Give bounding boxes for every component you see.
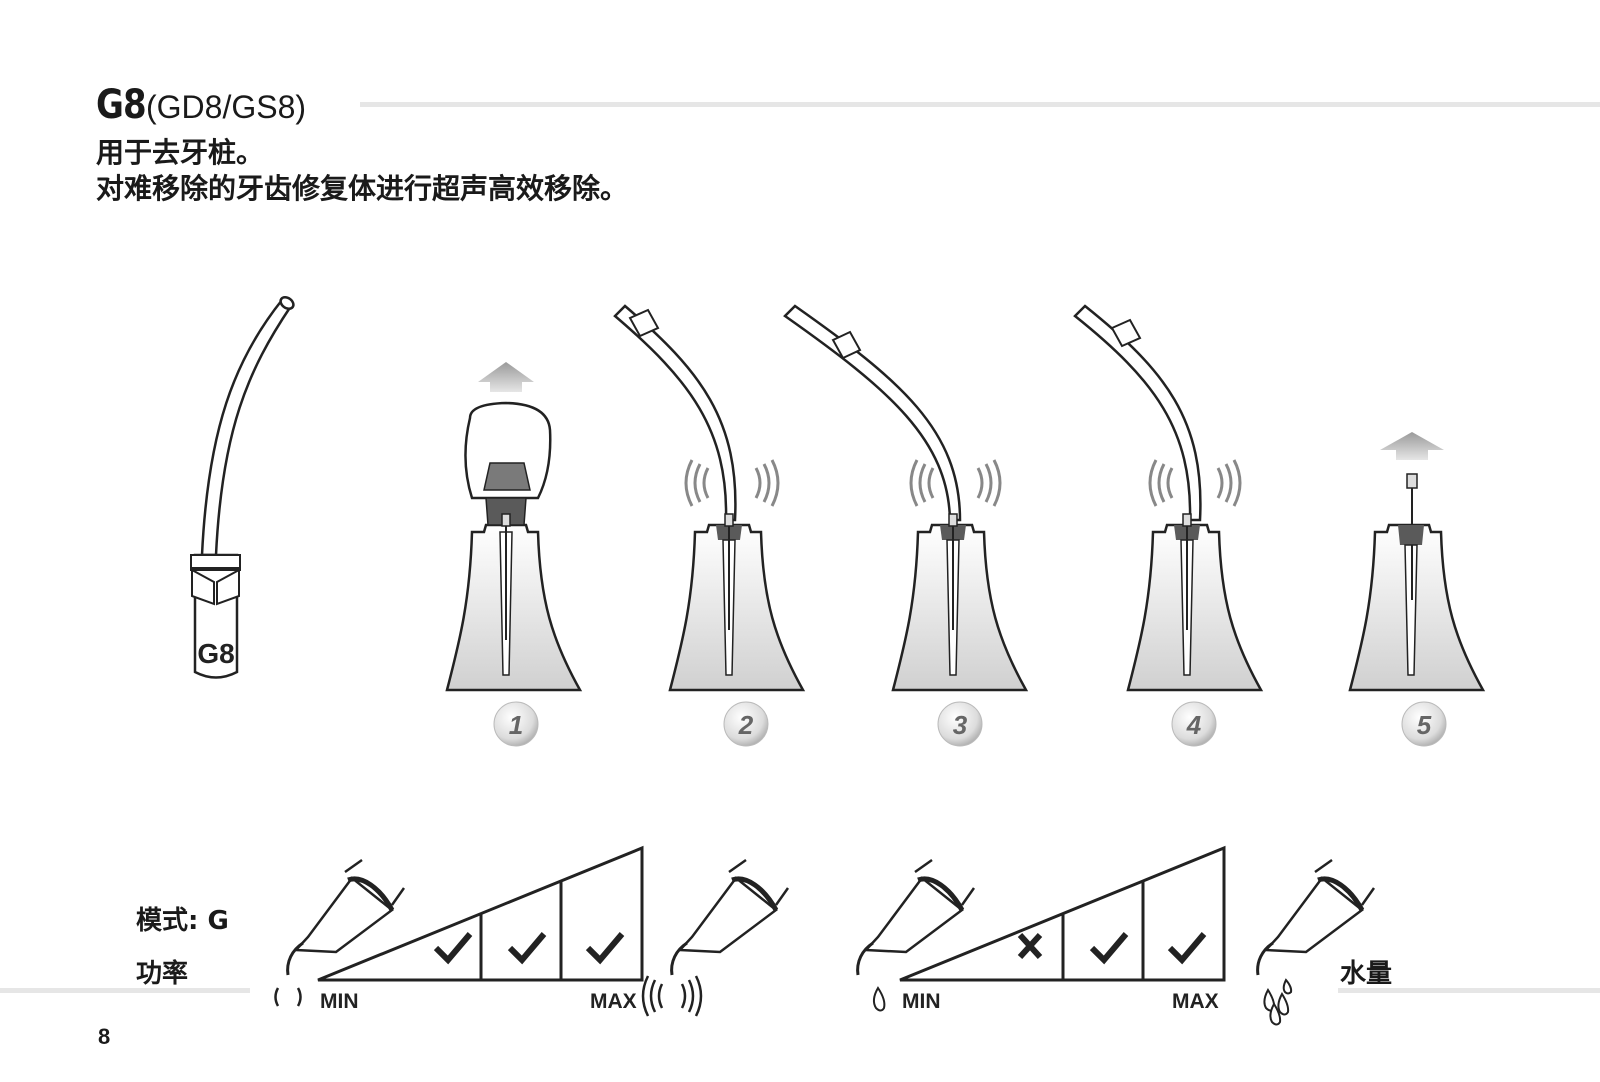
power-max-label: MAX — [590, 990, 637, 1013]
step-badge-1: 1 — [493, 701, 539, 747]
step-5-illustration — [1348, 432, 1486, 692]
description-line-2: 对难移除的牙齿修复体进行超声高效移除。 — [96, 172, 629, 205]
power-level-3-check-icon — [585, 932, 625, 965]
handpiece-high-icon — [641, 858, 790, 1017]
step-3-illustration — [783, 304, 1029, 692]
power-min-label: MIN — [320, 990, 359, 1013]
tip-variants: (GD8/GS8) — [146, 89, 307, 125]
title-rule — [360, 102, 1600, 107]
page-title: G8 (GD8/GS8) — [96, 82, 306, 128]
footer-rule-right — [1338, 988, 1600, 993]
power-scale: MIN MAX — [274, 845, 790, 1017]
handpiece-low-icon — [274, 858, 406, 1007]
water-label: 水量 — [1340, 959, 1393, 989]
power-level-1-check-icon — [433, 932, 473, 965]
page-number: 8 — [98, 1024, 111, 1049]
step-badge-3: 3 — [937, 701, 983, 747]
step-2-illustration — [613, 304, 806, 692]
svg-text:5: 5 — [1417, 710, 1432, 740]
water-level-2-check-icon — [1089, 932, 1129, 965]
step-badge-5: 5 — [1401, 701, 1447, 747]
water-scale: MIN MAX — [856, 845, 1376, 1026]
handpiece-drop-low-icon — [856, 858, 976, 1012]
svg-text:3: 3 — [953, 710, 968, 740]
tip-code: G8 — [96, 82, 147, 128]
svg-text:4: 4 — [1186, 710, 1202, 740]
step-1-illustration — [445, 362, 583, 692]
description-line-1: 用于去牙桩。 — [96, 136, 265, 169]
step-badge-4: 4 — [1171, 701, 1217, 747]
scaler-tip-icon: G8 — [190, 296, 295, 679]
svg-text:2: 2 — [738, 710, 754, 740]
svg-text:1: 1 — [509, 710, 523, 740]
step-4-illustration — [1073, 304, 1264, 692]
water-max-label: MAX — [1172, 990, 1219, 1013]
power-level-2-check-icon — [507, 932, 547, 965]
mode-label: 模式: G — [136, 906, 229, 936]
water-level-1-cross-icon — [1017, 932, 1043, 960]
water-min-label: MIN — [902, 990, 941, 1013]
tip-engraving: G8 — [197, 638, 234, 669]
water-level-3-check-icon — [1167, 932, 1207, 965]
footer-rule-left — [0, 988, 250, 993]
handpiece-drop-high-icon — [1256, 858, 1376, 1026]
step-badge-2: 2 — [723, 701, 769, 747]
power-label: 功率 — [136, 959, 189, 989]
